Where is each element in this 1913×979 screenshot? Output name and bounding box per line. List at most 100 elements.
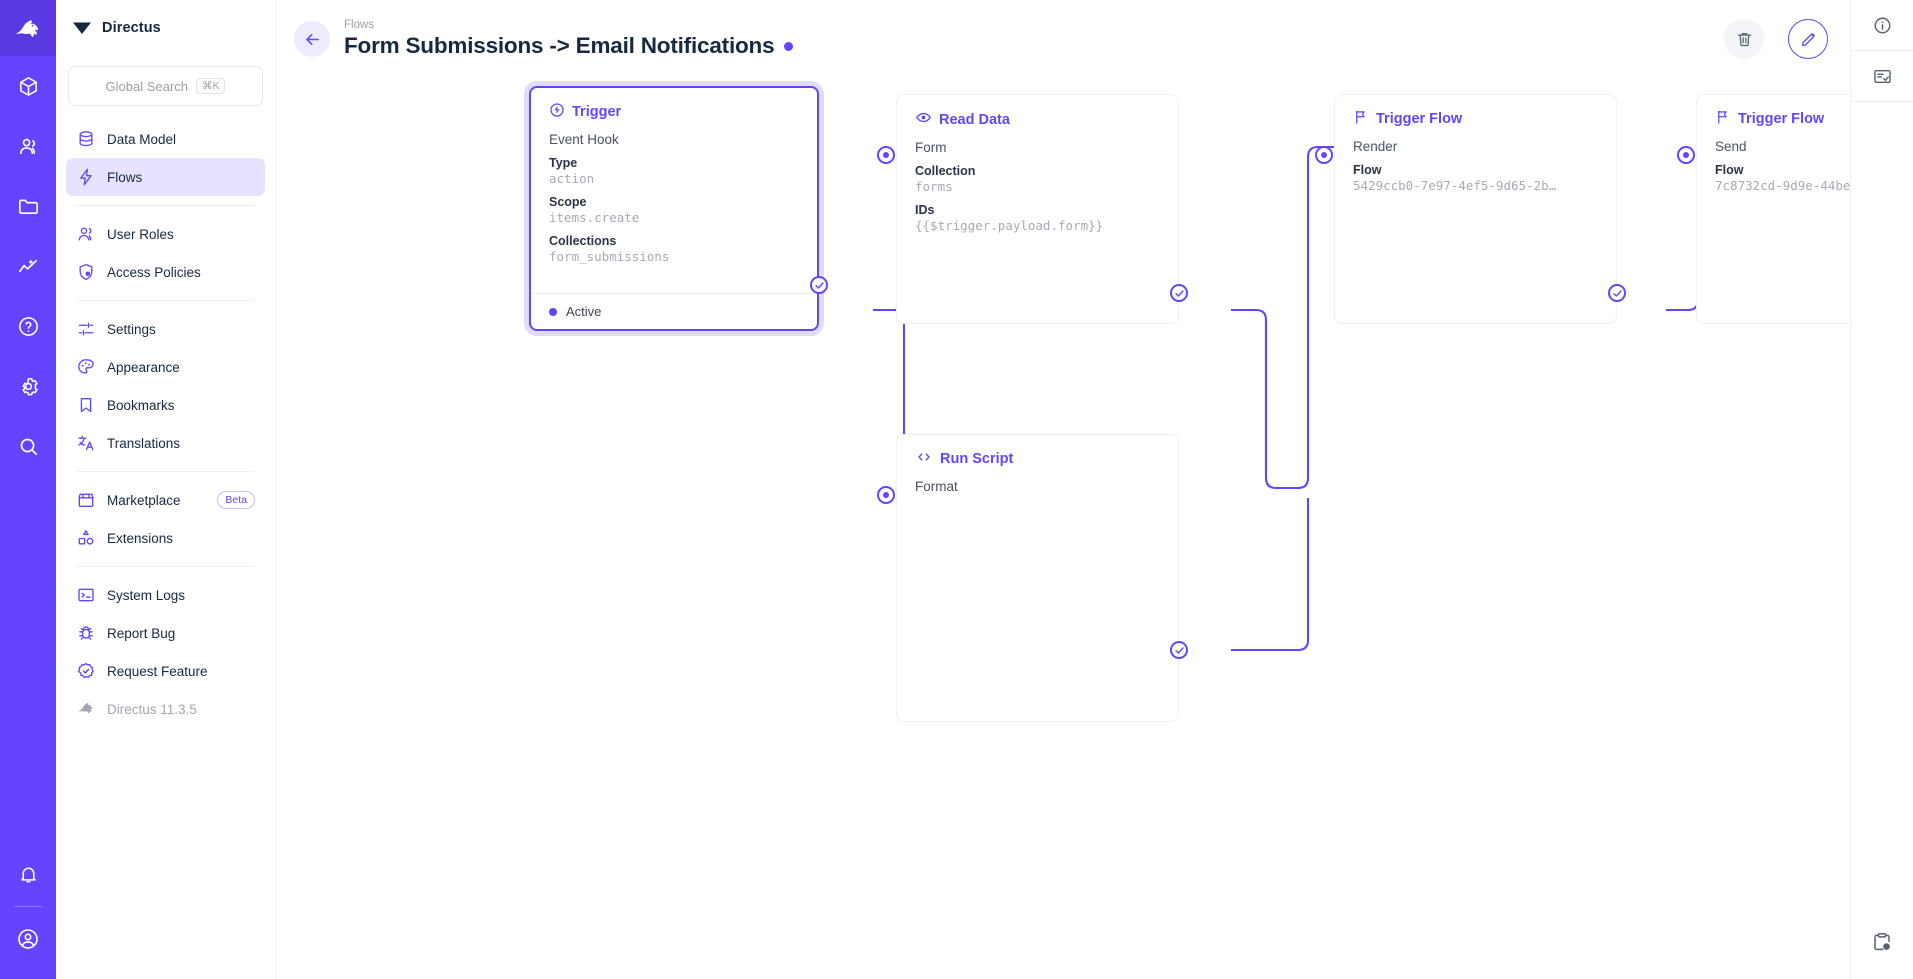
box-icon (19, 76, 37, 96)
gear-icon (21, 377, 38, 395)
bell-icon (20, 867, 36, 882)
translate-icon (76, 433, 96, 453)
sidebar-item-label: Translations (107, 435, 181, 451)
sidebar-item-translations[interactable]: Translations (66, 424, 265, 462)
page-header: Flows Form Submissions -> Email Notifica… (276, 0, 1850, 78)
node-input-handle[interactable] (1677, 146, 1695, 164)
flow-node-trigger-flow-send[interactable]: Trigger FlowSendFlow7c8732cd-9d9e-44be-a… (1696, 94, 1850, 324)
insights-icon (18, 258, 37, 272)
node-input-handle[interactable] (877, 146, 895, 164)
sidebar-item-settings[interactable]: Settings (66, 310, 265, 348)
beta-badge: Beta (217, 490, 255, 510)
node-field-value: form_submissions (549, 249, 670, 264)
global-search-input[interactable]: Global Search ⌘K (68, 66, 263, 106)
bolt-icon (76, 167, 96, 187)
sidebar-item-extensions[interactable]: Extensions (66, 519, 265, 557)
sidebar-item-data-model[interactable]: Data Model (66, 120, 265, 158)
node-input-handle[interactable] (877, 486, 895, 504)
back-button[interactable] (294, 21, 330, 57)
clipboard-clock-icon (1874, 933, 1890, 951)
flow-logs-button[interactable] (1851, 51, 1913, 101)
rail-item-help[interactable] (0, 296, 56, 356)
directus-logo-button[interactable] (0, 0, 56, 56)
extensions-icon (76, 528, 96, 548)
sidebar-item-system-logs[interactable]: System Logs (66, 576, 265, 614)
sidebar-item-flows[interactable]: Flows (66, 158, 265, 196)
node-output-handle[interactable] (1170, 641, 1188, 659)
rail-item-content[interactable] (0, 56, 56, 116)
trash-icon (1737, 32, 1751, 46)
flag-icon (1715, 109, 1731, 129)
node-type-label: Run Script (940, 451, 1014, 467)
title-wrap: Flows Form Submissions -> Email Notifica… (344, 18, 794, 60)
handle-core-icon (1321, 152, 1327, 158)
edit-flow-button[interactable] (1788, 19, 1828, 59)
sidebar-item-label: Directus 11.3.5 (107, 701, 197, 717)
sidebar-item-directus-11-3-5[interactable]: Directus 11.3.5 (66, 690, 265, 728)
check-badge-icon (76, 661, 96, 681)
node-subtitle: Format (915, 479, 958, 494)
rail-item-search[interactable] (0, 416, 56, 476)
flag-icon (1353, 109, 1369, 129)
rail-item-files[interactable] (0, 176, 56, 236)
node-field-value: {{$trigger.payload.form}} (915, 218, 1104, 233)
rail-item-insights[interactable] (0, 236, 56, 296)
check-icon (1174, 646, 1184, 654)
check-icon (1174, 289, 1184, 297)
handle-core-icon (1683, 152, 1689, 158)
rail-item-settings[interactable] (0, 356, 56, 416)
handle-core-icon (883, 492, 889, 498)
sidebar-item-access-policies[interactable]: Access Policies (66, 253, 265, 291)
sidebar-item-appearance[interactable]: Appearance (66, 348, 265, 386)
folder-icon (18, 198, 38, 214)
sidebar-item-bookmarks[interactable]: Bookmarks (66, 386, 265, 424)
node-header: Run Script (915, 449, 1160, 469)
rail-item-notifications[interactable] (0, 844, 56, 904)
node-type-label: Trigger Flow (1738, 111, 1825, 127)
palette-icon (76, 357, 96, 377)
breadcrumb[interactable]: Flows (344, 18, 375, 31)
node-output-handle[interactable] (810, 276, 828, 294)
group-icon (76, 224, 96, 244)
sidebar-item-label: Request Feature (107, 663, 208, 679)
node-input-handle[interactable] (1315, 146, 1333, 164)
terminal-icon (76, 585, 96, 605)
sidebar-item-label: Data Model (107, 131, 177, 147)
info-circle-icon (1874, 17, 1890, 33)
right-sidebar-divider-2 (1850, 101, 1913, 102)
node-field-key: Collection (915, 164, 976, 178)
delete-flow-button[interactable] (1724, 19, 1764, 59)
node-status-label: Active (566, 304, 602, 319)
sidebar-item-report-bug[interactable]: Report Bug (66, 614, 265, 652)
rail-item-account[interactable] (0, 909, 56, 969)
node-field-key: Flow (1715, 163, 1744, 177)
sidebar-item-label: Extensions (107, 530, 174, 546)
node-output-handle[interactable] (1608, 284, 1626, 302)
sidebar-item-user-roles[interactable]: User Roles (66, 215, 265, 253)
node-field-key: Flow (1353, 163, 1382, 177)
nav-divider (76, 300, 255, 301)
info-panel-button[interactable] (1851, 0, 1913, 50)
page-title: Form Submissions -> Email Notifications (344, 33, 775, 59)
node-header: Trigger Flow (1353, 109, 1598, 129)
activity-log-button[interactable] (1851, 917, 1913, 967)
node-type-label: Read Data (939, 111, 1010, 128)
sidebar-item-request-feature[interactable]: Request Feature (66, 652, 265, 690)
sidebar-item-label: System Logs (107, 587, 186, 603)
status-dot-icon (549, 307, 557, 316)
global-search-shortcut: ⌘K (195, 77, 226, 95)
node-field-value: 5429ccb0-7e97-4ef5-9d65-2b… (1353, 178, 1557, 193)
rail-item-users[interactable] (0, 116, 56, 176)
node-subtitle: Render (1353, 139, 1398, 154)
node-field-key: Type (549, 156, 578, 170)
search-icon (20, 438, 37, 455)
node-field-key: Collections (549, 234, 617, 248)
node-output-handle[interactable] (1170, 284, 1188, 302)
